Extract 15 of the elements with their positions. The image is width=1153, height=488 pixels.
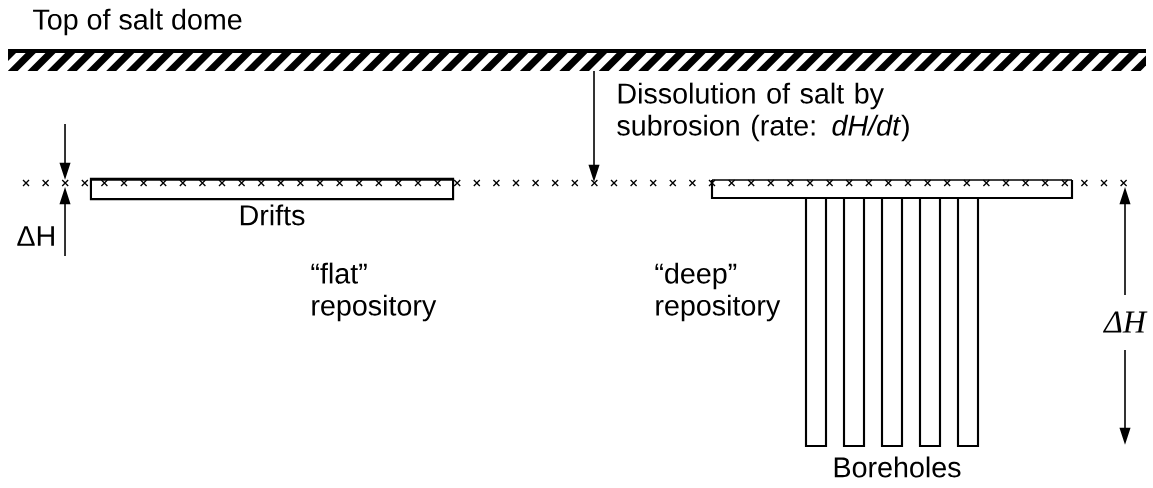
drift-tunnel: [710, 179, 1074, 200]
annotation-text: Dissolution of salt by subrosion (rate: dH/dt): [617, 82, 909, 142]
dimension-label: ΔH: [1103, 311, 1148, 333]
text-label: “deep” repository: [655, 262, 781, 322]
borehole-shaft: [956, 198, 980, 448]
drift-tunnel: Drifts: [89, 177, 455, 226]
dimension-label: ΔH: [17, 226, 54, 246]
node-label: Drifts: [240, 204, 305, 226]
borehole-shaft: [918, 198, 942, 448]
text-label: “flat” repository: [311, 262, 437, 322]
text-label: Boreholes: [834, 456, 961, 478]
borehole-shaft: [880, 198, 904, 448]
borehole-shaft: [842, 198, 866, 448]
heading: Top of salt dome: [33, 8, 242, 36]
borehole-shaft: [804, 198, 828, 448]
